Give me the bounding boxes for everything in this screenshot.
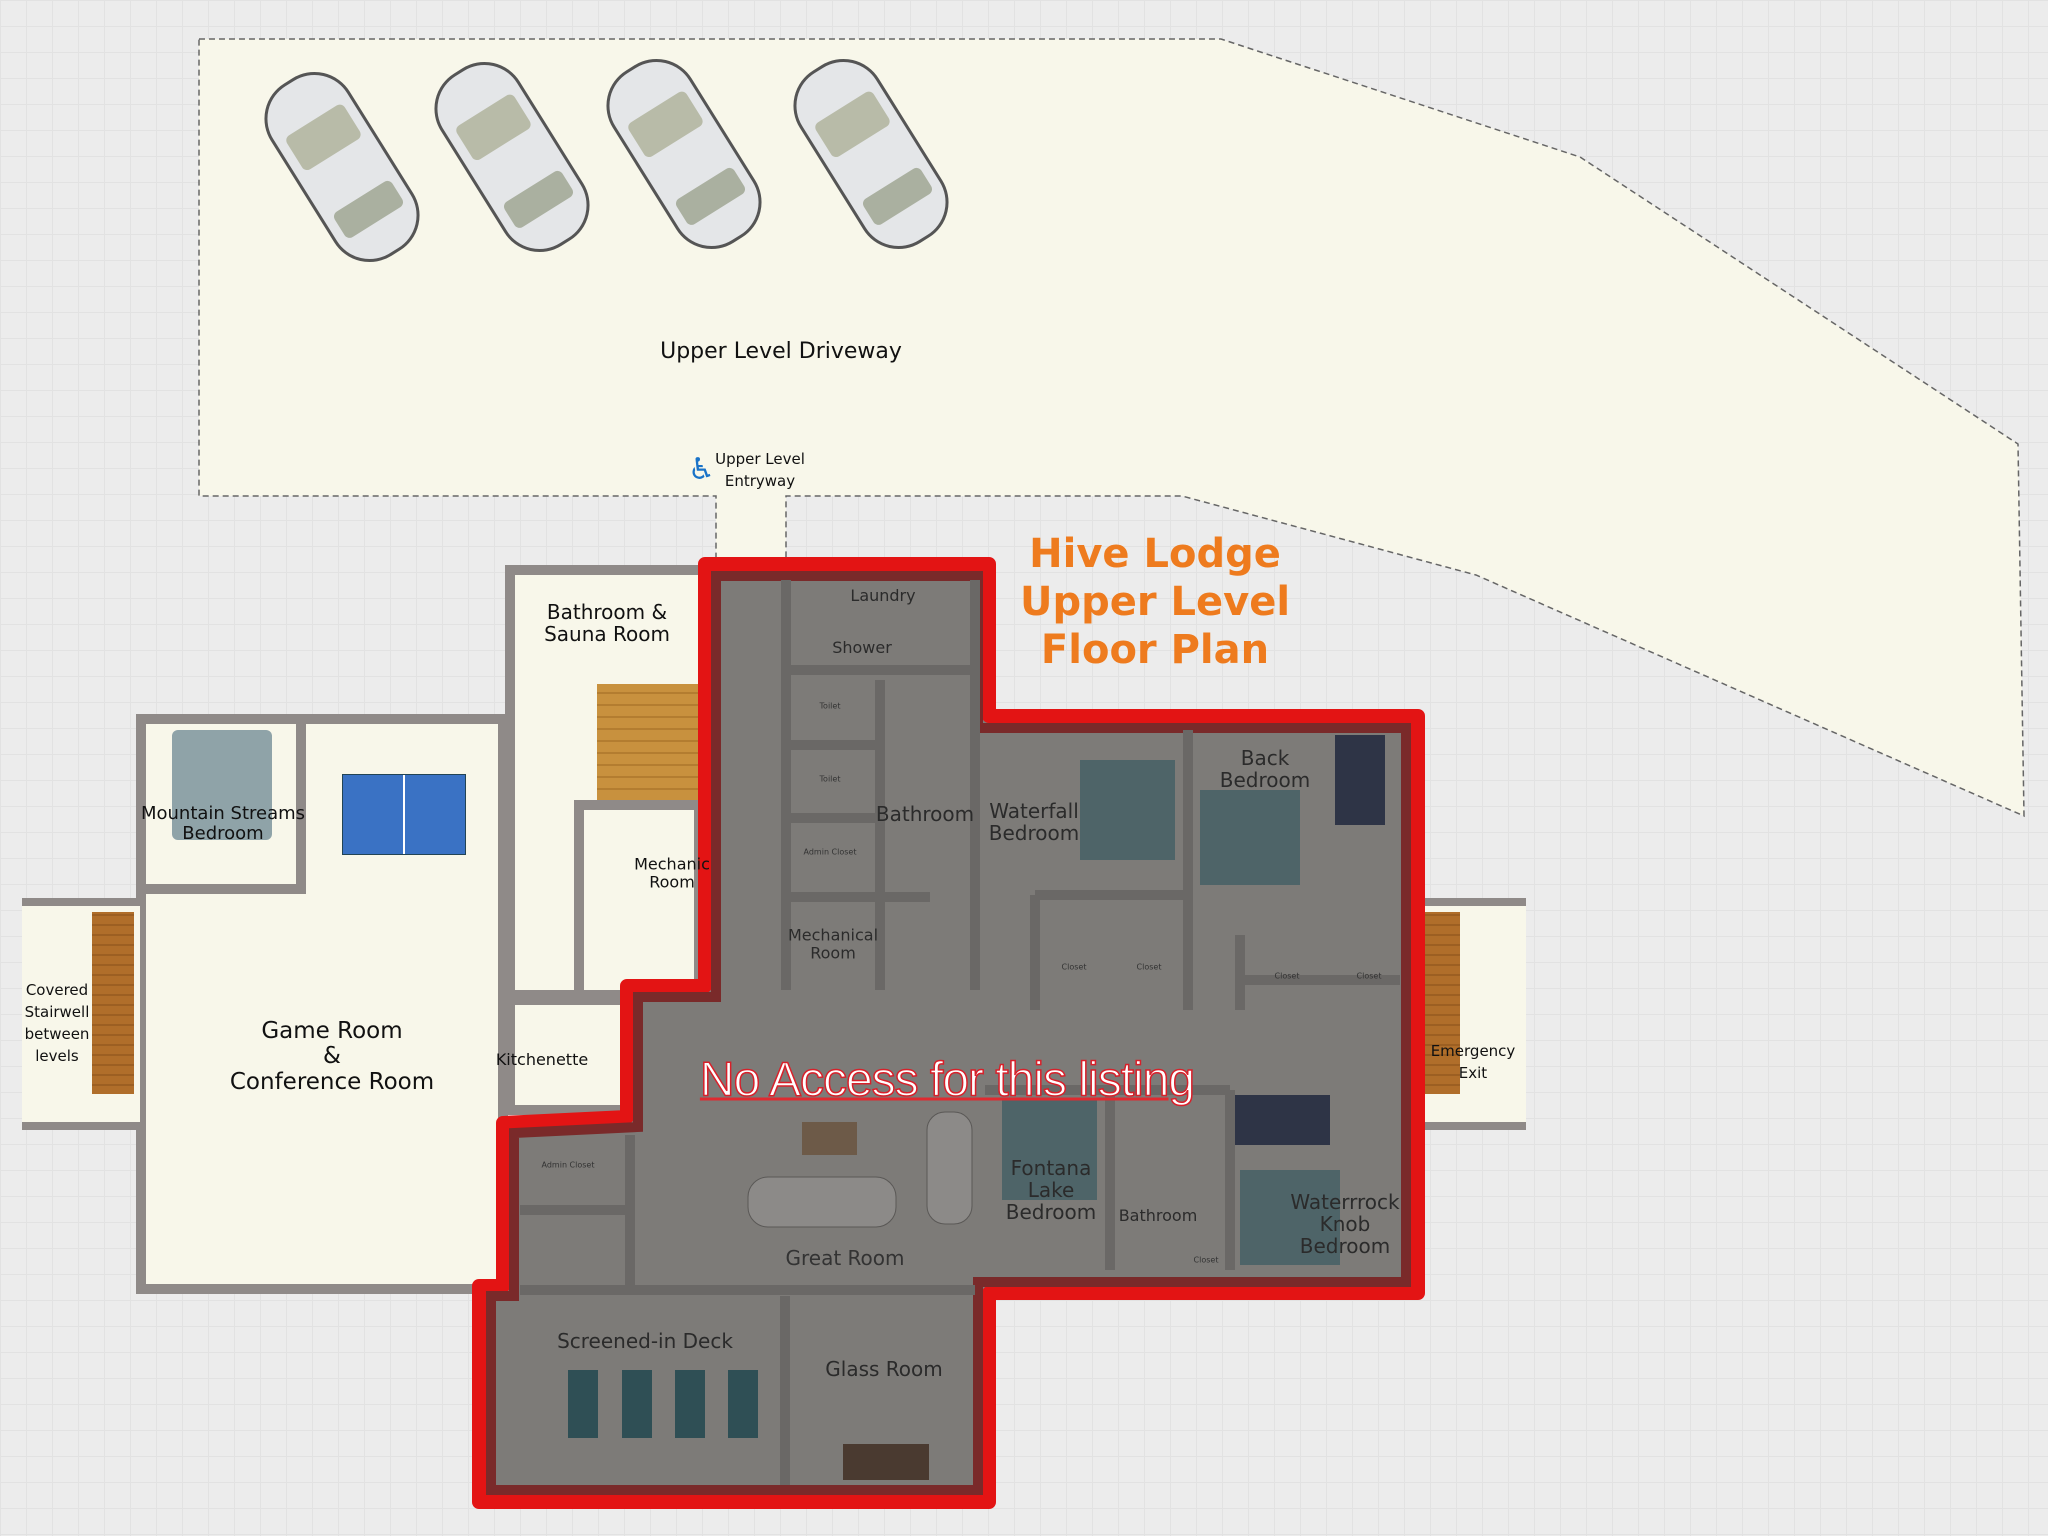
admin-closet-label: Admin Closet	[803, 847, 857, 857]
no-access-notice: No Access for this listing	[699, 1053, 1196, 1108]
sofa	[926, 1111, 973, 1225]
admin-closet-label: Admin Closet	[541, 1160, 595, 1170]
car	[264, 71, 420, 263]
exit-stairs	[1424, 912, 1460, 1094]
wheelchair-accessible-icon: ♿	[688, 452, 715, 487]
sofa	[747, 1176, 897, 1228]
bed	[172, 730, 272, 840]
glass-room-label: Glass Room	[825, 1357, 943, 1381]
coffee-table	[802, 1122, 857, 1155]
ping-pong-table	[342, 774, 466, 855]
great-room-label: Great Room	[785, 1246, 905, 1270]
toilet-label: Toilet	[819, 701, 841, 711]
screened-deck-label: Screened-in Deck	[557, 1329, 733, 1353]
deck-loungers	[568, 1370, 758, 1438]
laundry-label: Laundry	[850, 586, 916, 606]
kitchenette-label: Kitchenette	[495, 1050, 589, 1070]
closet-label: Closet	[1193, 1255, 1219, 1265]
bathroom-sauna-label: Bathroom &Sauna Room	[544, 600, 670, 646]
stairs	[92, 912, 134, 1094]
closet-label: Closet	[1274, 971, 1300, 981]
sauna-bench	[597, 684, 707, 800]
bed	[1002, 1100, 1097, 1200]
bed	[1200, 790, 1300, 885]
bed	[1240, 1170, 1340, 1265]
car	[434, 61, 590, 253]
driveway-label: Upper Level Driveway	[660, 338, 902, 364]
game-room-label: Game Room&Conference Room	[229, 1018, 435, 1095]
closet-label: Closet	[1136, 962, 1162, 972]
closet-label: Closet	[1356, 971, 1382, 981]
car	[606, 58, 762, 250]
closet-label: Closet	[1061, 962, 1087, 972]
table	[843, 1444, 929, 1480]
bathroom-label: Bathroom	[1118, 1206, 1198, 1226]
toilet-label: Toilet	[819, 774, 841, 784]
car	[793, 58, 949, 250]
bathroom-label: Bathroom	[875, 802, 975, 826]
shower-label: Shower	[832, 638, 892, 658]
bed	[1235, 1095, 1330, 1145]
bed	[1335, 735, 1385, 825]
bed	[1080, 760, 1175, 860]
